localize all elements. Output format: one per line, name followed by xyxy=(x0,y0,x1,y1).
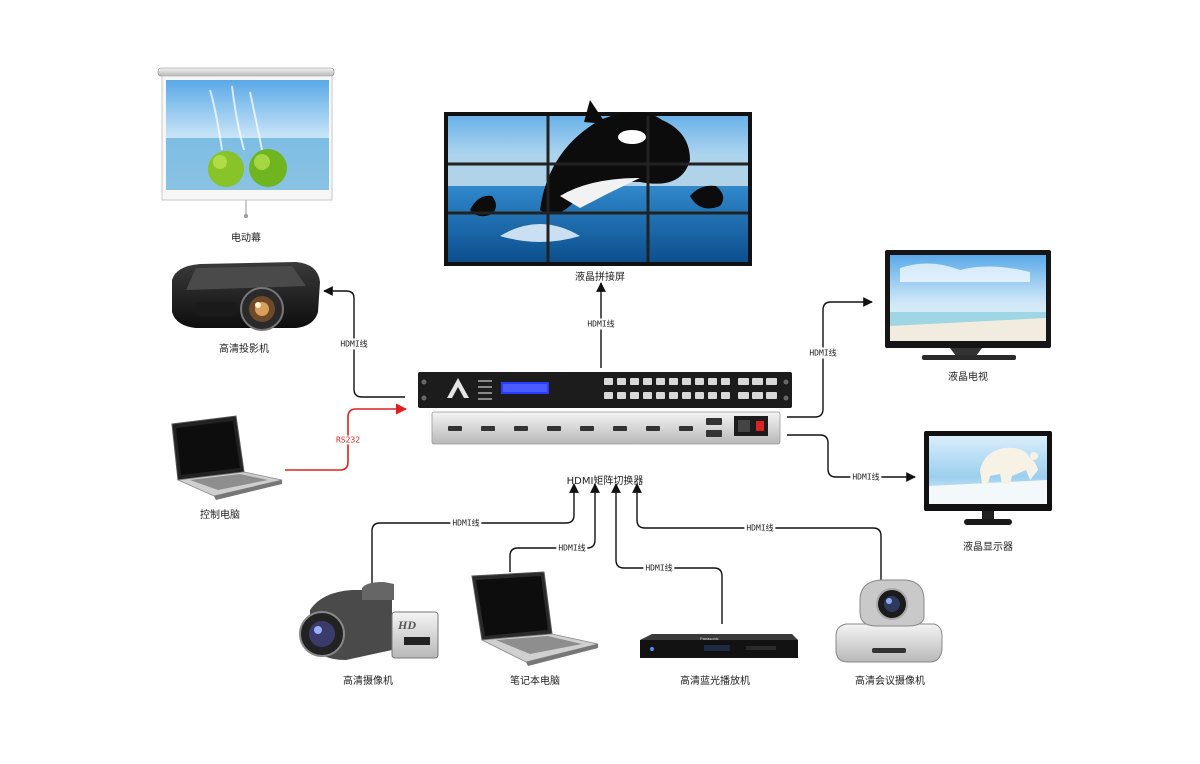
wire-matrix-to-tv xyxy=(787,297,873,418)
label-lcd-tv: 液晶电视 xyxy=(948,372,988,383)
matrix-switcher xyxy=(418,372,792,445)
label-motorized-screen: 电动幕 xyxy=(231,233,261,244)
conference-camera xyxy=(835,579,943,663)
matrix-rear-ports xyxy=(448,418,722,437)
label-conference-camera: 高清会议摄像机 xyxy=(855,676,925,687)
label-bluray: 高清蓝光播放机 xyxy=(680,676,750,687)
cable-label-tv: HDMI线 xyxy=(807,347,839,359)
label-camcorder: 高清摄像机 xyxy=(343,676,393,687)
label-projector: 高清投影机 xyxy=(219,344,269,355)
cable-label-monitor: HDMI线 xyxy=(850,471,882,483)
label-lcd-monitor: 液晶显示器 xyxy=(963,542,1013,553)
bluray-player xyxy=(640,634,798,658)
wire-bluray-to-matrix xyxy=(611,483,723,624)
camcorder xyxy=(299,582,439,660)
cable-label-notebook: HDMI线 xyxy=(556,542,588,554)
wires xyxy=(323,282,916,624)
label-matrix-switcher: HDMI矩阵切换器 xyxy=(566,476,644,487)
cable-label-bluray: HDMI线 xyxy=(643,562,675,574)
cable-label-videowall: HDMI线 xyxy=(585,318,617,330)
cable-label-camcorder: HDMI线 xyxy=(450,517,482,529)
label-control-pc: 控制电脑 xyxy=(200,510,240,521)
motorized-screen xyxy=(157,67,335,218)
notebook-laptop xyxy=(471,571,599,666)
lcd-monitor xyxy=(924,431,1052,525)
projector xyxy=(172,262,320,331)
control-pc-laptop xyxy=(171,415,283,500)
cable-label-rs232: RS232 xyxy=(333,435,363,445)
label-notebook: 笔记本电脑 xyxy=(510,676,560,687)
cable-label-projector: HDMI线 xyxy=(338,338,370,350)
camcorder-hd-mark: HD xyxy=(398,618,416,632)
wire-camcorder-to-matrix xyxy=(371,483,579,583)
lcd-tv xyxy=(885,250,1051,360)
wire-matrix-to-monitor xyxy=(787,434,916,482)
matrix-button-grid xyxy=(604,378,777,399)
video-wall xyxy=(444,100,752,266)
wire-laptop-to-matrix xyxy=(509,483,600,572)
cable-label-conference-camera: HDMI线 xyxy=(744,522,776,534)
bluray-brand-mark: Panasonic xyxy=(700,636,719,641)
label-video-wall: 液晶拼接屏 xyxy=(575,272,625,283)
